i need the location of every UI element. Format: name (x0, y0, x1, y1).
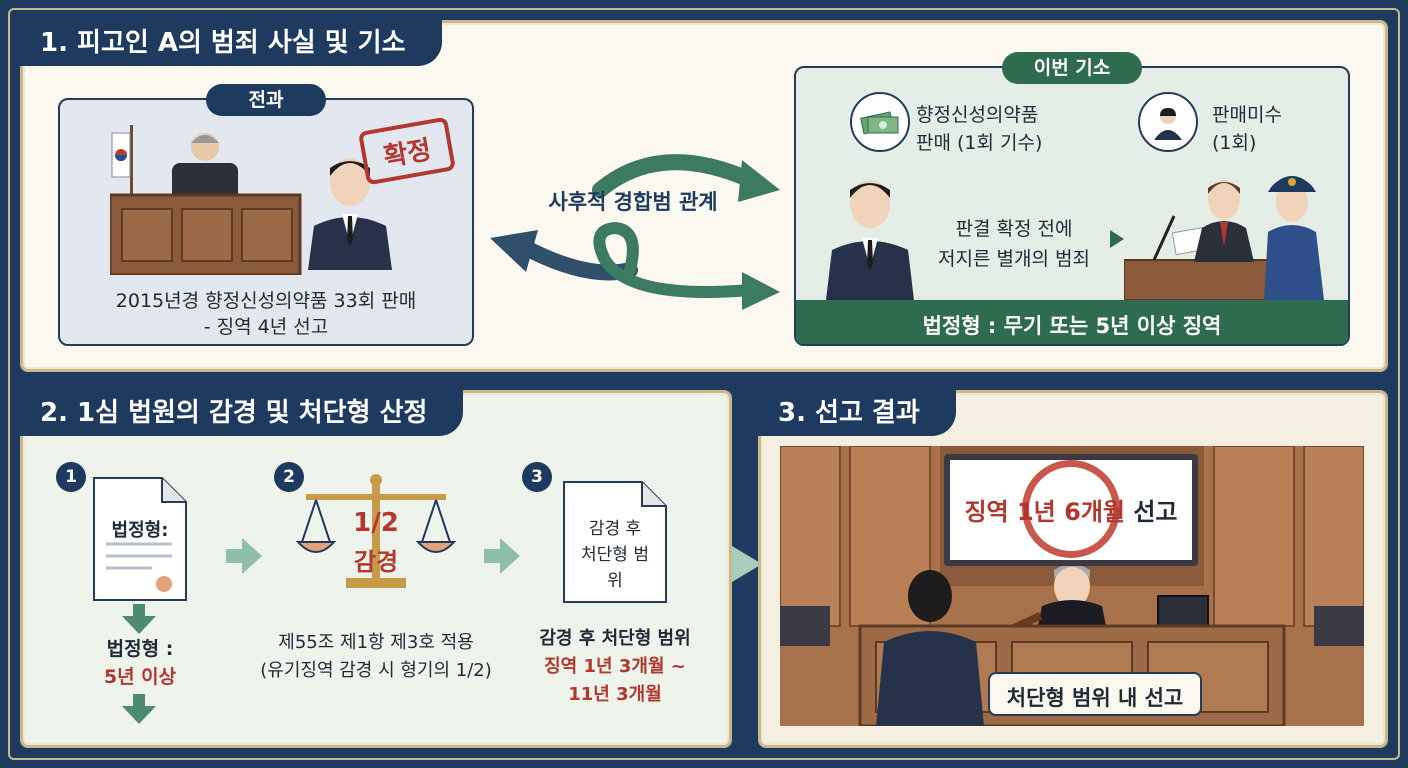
penalty-bar (796, 300, 1348, 344)
caption-text: 처단형 범위 내 선고 (1006, 686, 1184, 710)
down-arrow-icon-2 (122, 694, 156, 724)
step3-number-badge: 3 (522, 462, 552, 492)
money-icon (850, 92, 910, 152)
step2-number: 2 (283, 467, 295, 487)
step3-document-icon (563, 481, 667, 603)
prior-desc-line2: - 징역 4년 선고 (203, 316, 329, 338)
highlight-circle (1022, 460, 1120, 558)
right-arrow-icon-1 (226, 538, 262, 574)
section3-title: 3. 선고 결과 (758, 390, 956, 436)
prosecutor-police-illustration (1124, 176, 1324, 300)
caption-box (988, 672, 1202, 716)
step2-desc-line2: (유기징역 감경 시 형기의 1/2) (260, 660, 492, 681)
relation-label: 사후적 경합범 관계 (548, 190, 718, 214)
crime2-line2: (1회) (1212, 132, 1257, 154)
person-icon (1138, 92, 1198, 152)
sentence-result: 징역 1년 6개월 선고 (944, 492, 1198, 527)
courtroom-judge-illustration (110, 125, 302, 275)
note-line1: 판결 확정 전에 (955, 218, 1073, 240)
crime1-line1: 향정신성의약품 (916, 104, 1039, 126)
current-pill: 이번 기소 (1002, 52, 1142, 84)
section1-title: 1. 피고인 A의 범죄 사실 및 기소 (20, 20, 442, 66)
relation-arrows (490, 154, 780, 310)
section2-title: 2. 1심 법원의 감경 및 처단형 산정 (20, 390, 464, 436)
sentence-red: 징역 1년 6개월 (964, 498, 1125, 526)
down-arrow-icon-1 (122, 604, 156, 634)
step1-number: 1 (65, 467, 77, 487)
step2-number-badge: 2 (274, 462, 304, 492)
step3-range-line2: 11년 3개월 (568, 684, 662, 705)
step1-label: 법정형 : (106, 638, 174, 660)
step1-doc-label: 법정형: (111, 520, 169, 541)
step3-label: 감경 후 처단형 범위 (539, 628, 691, 649)
step3-doc-line2: 처단형 범 (581, 545, 649, 565)
step3-doc-line3: 위 (607, 571, 623, 591)
step3-number: 3 (531, 467, 543, 487)
confirmed-stamp-text: 확정 (381, 134, 434, 173)
step2-desc-line1: 제55조 제1항 제3호 적용 (278, 632, 474, 653)
crime2-line1: 판매미수 (1212, 104, 1282, 126)
triangle-arrow-icon (1110, 230, 1124, 248)
step2-fraction: 1/2 (353, 508, 399, 538)
courtroom-illustration (780, 446, 1364, 726)
sentence-tail: 선고 (1133, 498, 1178, 526)
step1-document-icon (93, 477, 187, 601)
penalty-text: 법정형 : 무기 또는 5년 이상 징역 (922, 314, 1222, 338)
step3-doc-line1: 감경 후 (588, 519, 642, 539)
defendant-illustration-2 (826, 180, 914, 300)
defendant-illustration (308, 158, 392, 270)
scales-of-justice-icon (296, 474, 456, 588)
step1-value: 5년 이상 (103, 666, 177, 688)
prior-desc-line1: 2015년경 향정신성의약품 33회 판매 (115, 290, 417, 312)
outer-frame (8, 8, 1400, 760)
note-line2: 저지른 별개의 범죄 (938, 248, 1090, 270)
step1-number-badge: 1 (56, 462, 86, 492)
prior-pill: 전과 (206, 84, 326, 116)
step2-word: 감경 (353, 548, 399, 576)
connector-arrow-icon (732, 546, 762, 582)
crime1-line2: 판매 (1회 기수) (916, 132, 1043, 154)
step3-range-line1: 징역 1년 3개월 ~ (544, 656, 686, 677)
right-arrow-icon-2 (484, 538, 520, 574)
